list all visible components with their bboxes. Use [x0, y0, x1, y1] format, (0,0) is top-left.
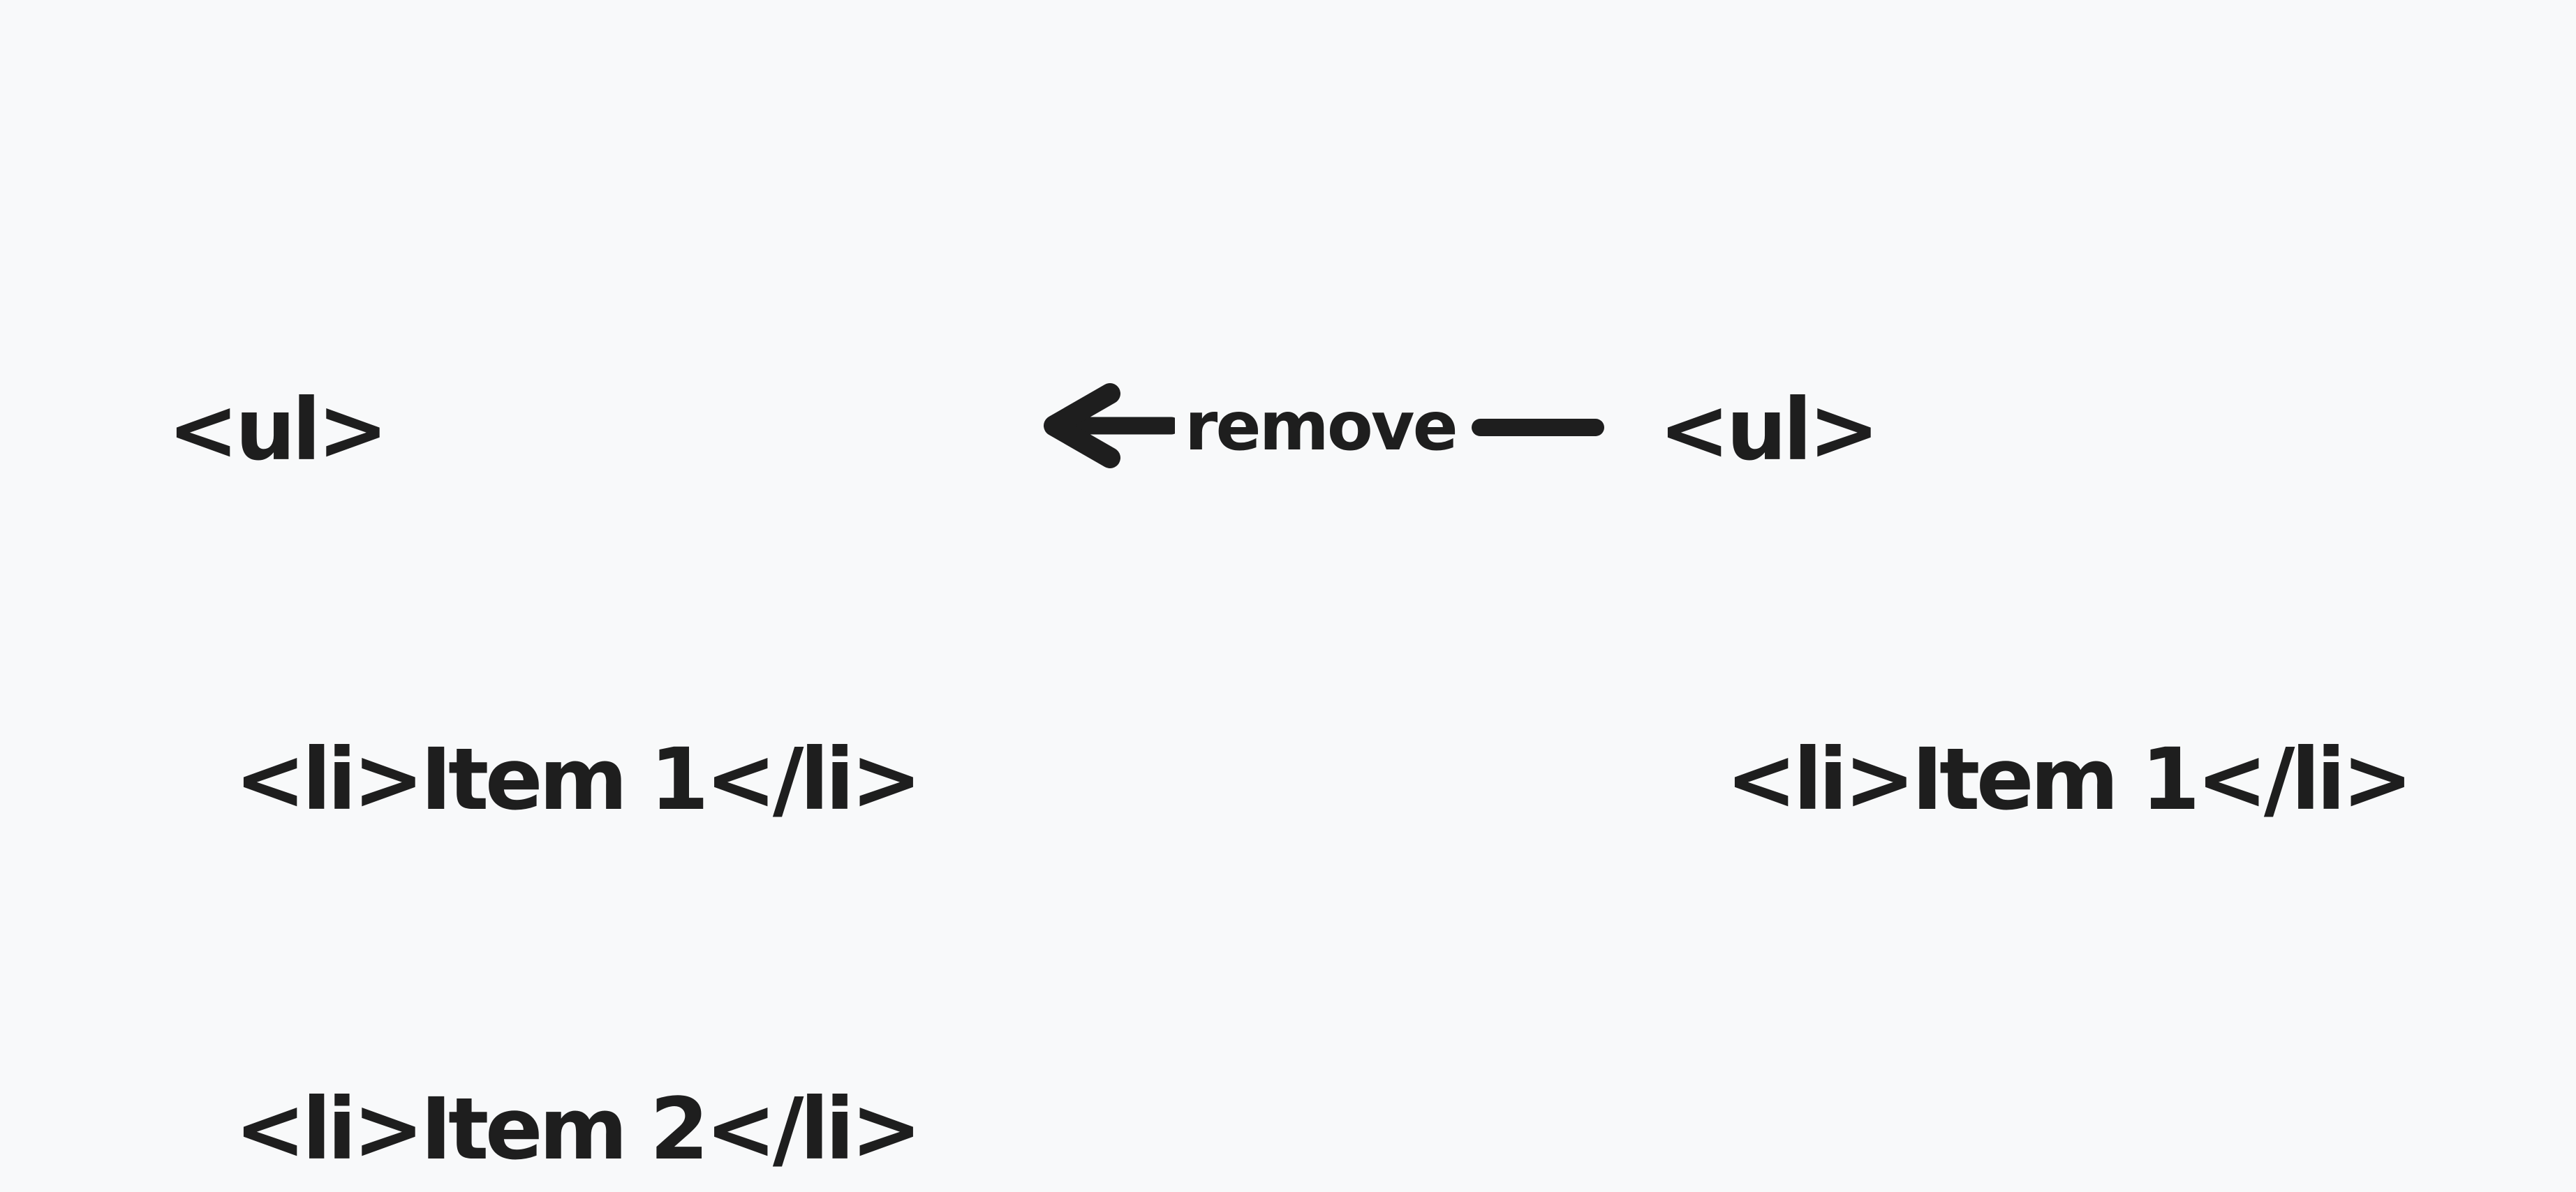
code-line-ul-open: <ul> — [1659, 380, 1880, 479]
remove-arrow: remove — [1032, 381, 1604, 479]
code-line-item-1: <li>Item 1</li> — [235, 730, 922, 829]
remove-label: remove — [1185, 387, 1458, 465]
arrow-tail-line — [1471, 418, 1604, 436]
code-line-item-1: <li>Item 1</li> — [1726, 730, 2413, 829]
removed-code-wrap: <li>Item 2</li> — [1881, 1188, 2576, 1192]
left-code-listing: <ul> <li>Item 1</li> <li>Item 2</li> <li… — [168, 139, 922, 1192]
removed-code-line: <li>Item 2</li> — [1659, 1071, 2576, 1188]
code-line-item-2: <li>Item 2</li> — [235, 1080, 922, 1179]
code-line-ul-open: <ul> — [168, 380, 389, 479]
arrow-left-icon — [1044, 383, 1175, 468]
right-code-listing: <ul> <li>Item 1</li> <li>Item 2</li> <li… — [1659, 139, 2576, 1192]
